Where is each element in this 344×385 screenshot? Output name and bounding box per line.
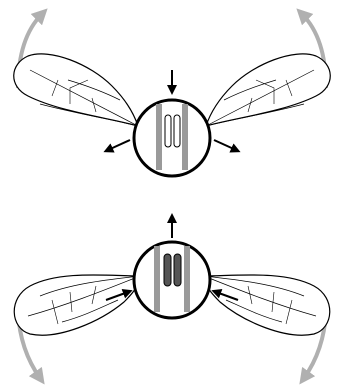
left-wing <box>14 275 140 335</box>
left-wing <box>14 54 138 126</box>
thorax-band-right <box>184 246 190 312</box>
hinge-out-arrow-right <box>214 140 236 150</box>
thorax-band-left <box>154 246 160 312</box>
hinge-out-arrow-left <box>108 140 130 150</box>
upstroke-panel <box>14 14 331 176</box>
thorax <box>134 242 210 318</box>
thorax-outline <box>134 242 210 318</box>
right-wing <box>206 54 330 126</box>
thorax-outline <box>134 100 210 176</box>
muscle-left <box>165 115 171 147</box>
downstroke-panel <box>14 218 330 378</box>
thorax-band-left <box>156 104 162 170</box>
muscle-right <box>174 115 180 147</box>
right-wing <box>204 275 330 335</box>
muscle-right <box>174 254 181 286</box>
thorax <box>134 100 210 176</box>
muscle-left <box>164 254 171 286</box>
thorax-band-right <box>182 104 188 170</box>
